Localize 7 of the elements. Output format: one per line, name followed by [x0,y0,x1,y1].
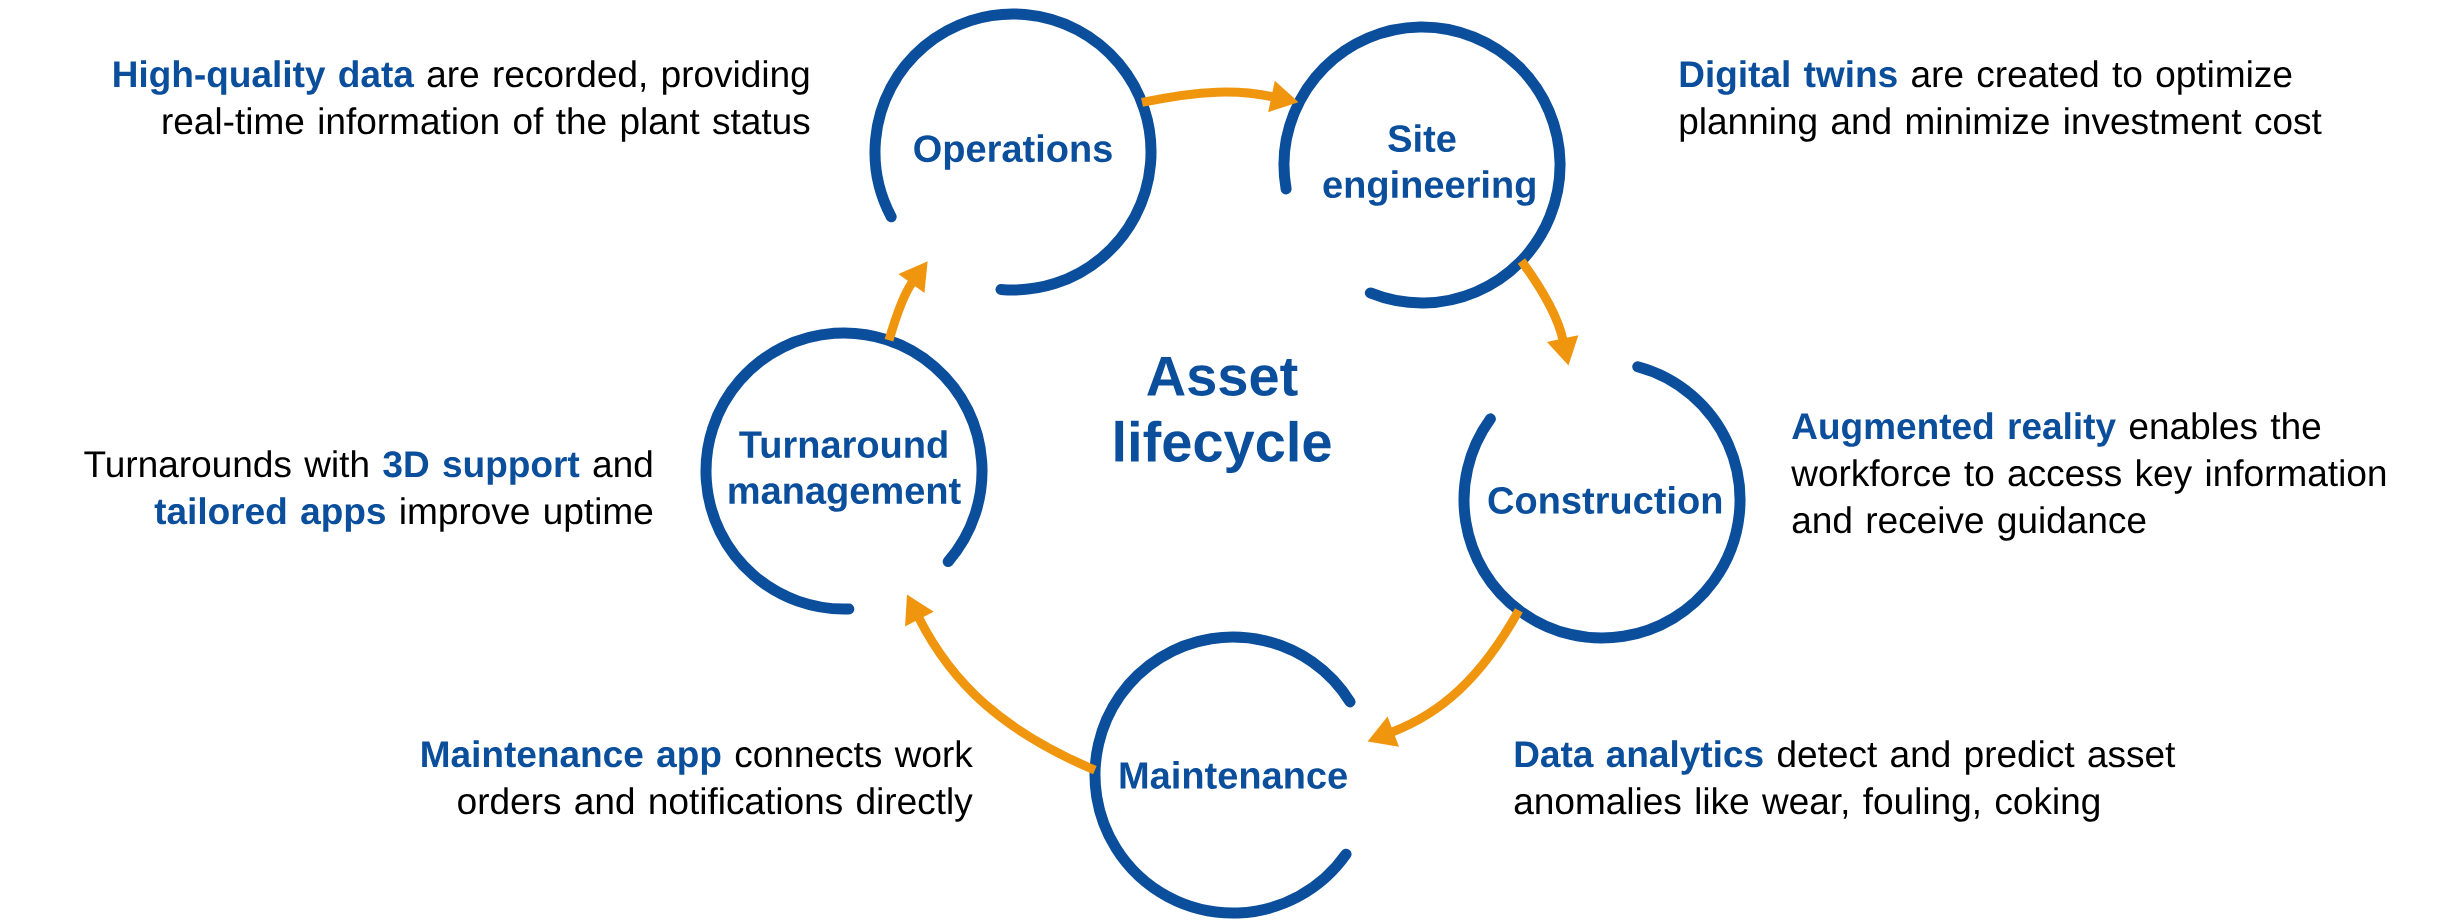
description-text: Augmented reality enables the workforce to access key information and receive guidance [1791,412,2386,541]
description-text: Digital twins are created to optimize planning and minimize investment cost [1680,60,2322,142]
description-text: Data analytics detect and predict asset anomalies like wear, fouling, coking [1514,740,2176,822]
description-text: Turnarounds with 3D support and tailored apps improve uptime [84,450,653,532]
description-text: Maintenance app connects work orders and notifications directly [422,740,973,822]
center-title: Asset lifecycle [1115,356,1331,474]
description-text: High-quality data are recorded, providing real-time information of the plant status [114,60,810,142]
